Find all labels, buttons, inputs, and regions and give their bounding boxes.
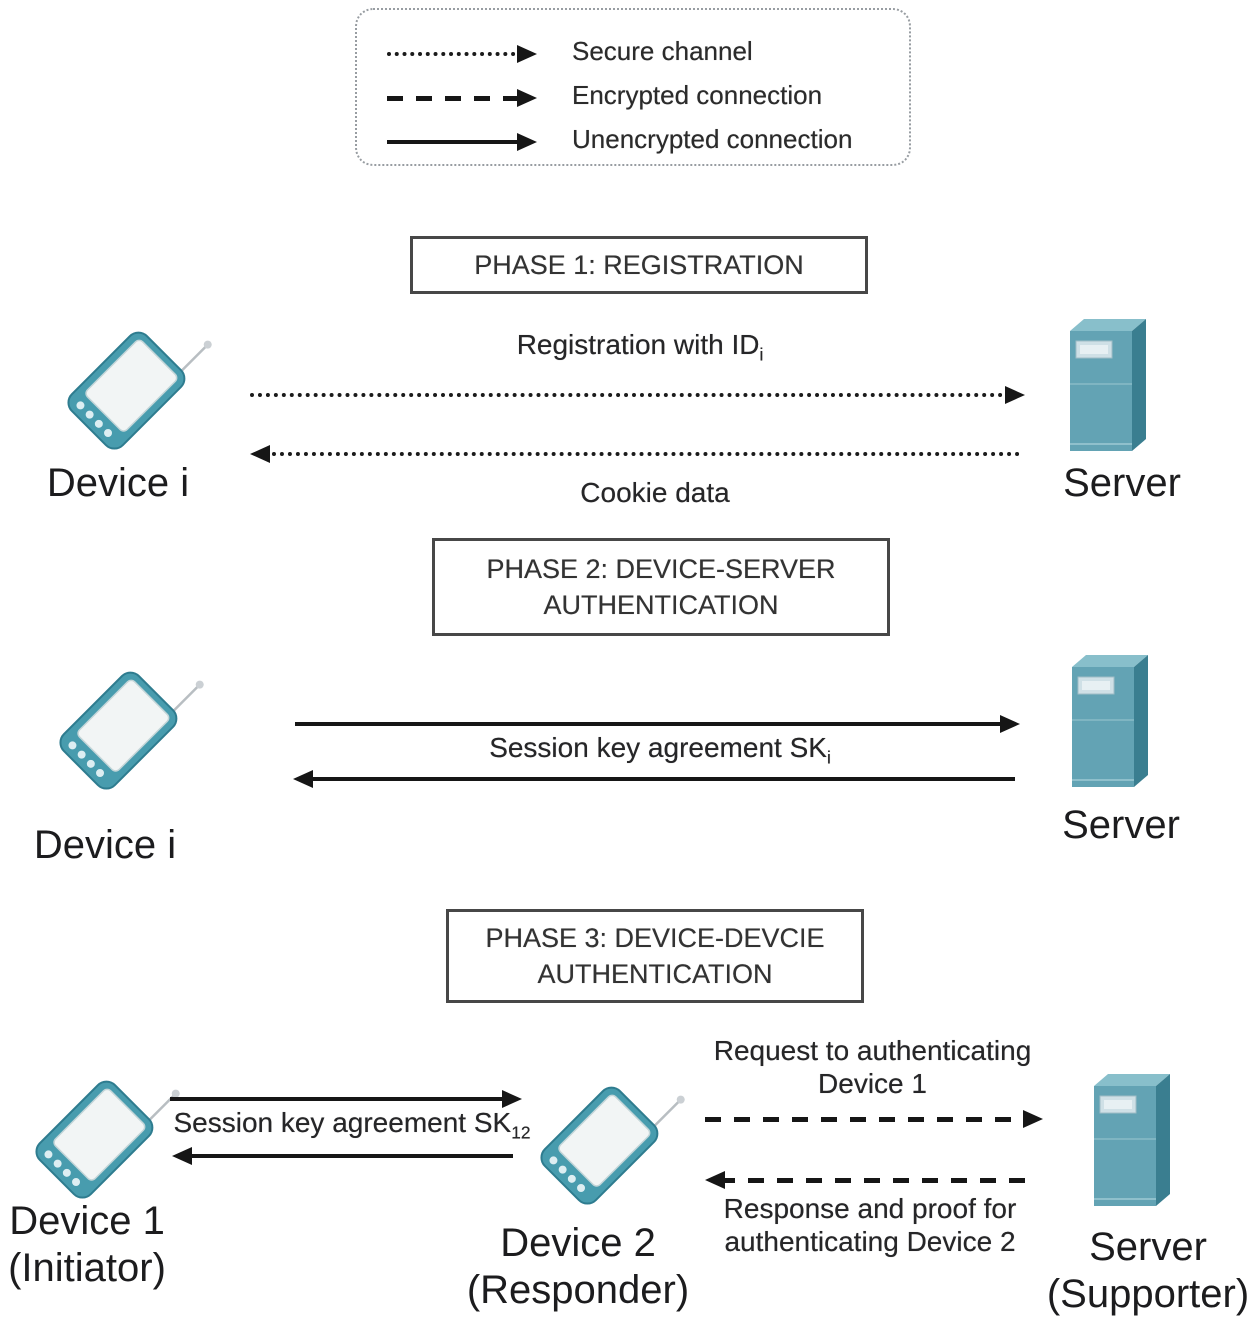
- server-icon: [1071, 654, 1149, 788]
- registration-arrow: [250, 385, 1025, 405]
- phase2-device-label: Device i: [33, 823, 177, 867]
- session-key-message: Session key agreement SKi: [410, 731, 910, 766]
- supporter-server-name: Server: [1089, 1225, 1207, 1269]
- device-session-key-message-text: Session key agreement SK: [173, 1107, 512, 1138]
- device2-name: Device 2: [500, 1221, 656, 1265]
- device1-role: (Initiator): [8, 1246, 166, 1290]
- device1-to-device2-arrow: [170, 1089, 522, 1109]
- response-message-line1: Response and proof for: [723, 1193, 1017, 1224]
- device-session-key-message: Session key agreement SK12: [152, 1106, 552, 1141]
- server-icon: [1093, 1073, 1171, 1207]
- mobile-device-icon: [535, 1052, 693, 1210]
- session-key-arrow-to-device: [293, 769, 1015, 789]
- phase1-server-label: Server: [1063, 461, 1181, 505]
- solid-arrow-icon: [387, 132, 537, 152]
- phase3-title-line2: AUTHENTICATION: [537, 959, 773, 989]
- phase1-device-label: Device i: [46, 461, 190, 505]
- registration-message-sub: i: [759, 344, 764, 365]
- phase1-title: PHASE 1: REGISTRATION: [474, 250, 804, 280]
- device2-to-device1-arrow: [172, 1146, 513, 1166]
- legend-label-secure-channel: Secure channel: [572, 36, 753, 66]
- phase3-server-label: Server (Supporter): [1023, 1224, 1250, 1318]
- request-to-server-arrow: [705, 1109, 1043, 1129]
- legend-label-encrypted-connection: Encrypted connection: [572, 80, 823, 110]
- supporter-server-role: (Supporter): [1046, 1272, 1250, 1316]
- session-key-arrow-to-server: [295, 714, 1020, 734]
- cookie-data-message-text: Cookie data: [580, 477, 730, 508]
- request-message-line2: Device 1: [818, 1068, 927, 1099]
- cookie-data-arrow: [250, 444, 1020, 464]
- mobile-device-icon: [30, 1046, 188, 1204]
- mobile-device-icon: [54, 637, 212, 795]
- registration-message-text: Registration with ID: [516, 329, 760, 360]
- phase3-title-line1: PHASE 3: DEVICE-DEVCIE: [485, 923, 825, 953]
- request-message-line1: Request to authenticating: [713, 1035, 1032, 1066]
- dotted-arrow-icon: [387, 44, 537, 64]
- response-proof-message: Response and proof for authenticating De…: [690, 1192, 1050, 1258]
- request-authentication-message: Request to authenticating Device 1: [700, 1034, 1045, 1100]
- phase2-title-box: PHASE 2: DEVICE-SERVER AUTHENTICATION: [432, 538, 890, 636]
- phase1-title-box: PHASE 1: REGISTRATION: [410, 236, 868, 294]
- registration-message: Registration with IDi: [390, 328, 890, 363]
- dashed-arrow-icon: [387, 88, 537, 108]
- legend-label-unencrypted-connection: Unencrypted connection: [572, 124, 853, 154]
- phase3-device1-label: Device 1 (Initiator): [0, 1198, 187, 1292]
- session-key-message-sub: i: [826, 747, 831, 768]
- device1-name: Device 1: [9, 1199, 165, 1243]
- server-icon: [1069, 318, 1147, 452]
- phase3-title-box: PHASE 3: DEVICE-DEVCIE AUTHENTICATION: [446, 909, 864, 1003]
- phase3-device2-label: Device 2 (Responder): [428, 1220, 728, 1314]
- phase2-server-label: Server: [1062, 803, 1180, 847]
- response-from-server-arrow: [705, 1170, 1038, 1190]
- device-session-key-message-sub: 12: [511, 1122, 531, 1143]
- mobile-device-icon: [62, 297, 220, 455]
- phase2-title-line2: AUTHENTICATION: [543, 590, 779, 620]
- response-message-line2: authenticating Device 2: [724, 1226, 1016, 1257]
- phase2-title-line1: PHASE 2: DEVICE-SERVER: [486, 554, 836, 584]
- legend: Secure channel Encrypted connection Unen…: [355, 8, 911, 166]
- device2-role: (Responder): [466, 1268, 690, 1312]
- session-key-message-text: Session key agreement SK: [489, 732, 827, 763]
- cookie-data-message: Cookie data: [455, 476, 855, 509]
